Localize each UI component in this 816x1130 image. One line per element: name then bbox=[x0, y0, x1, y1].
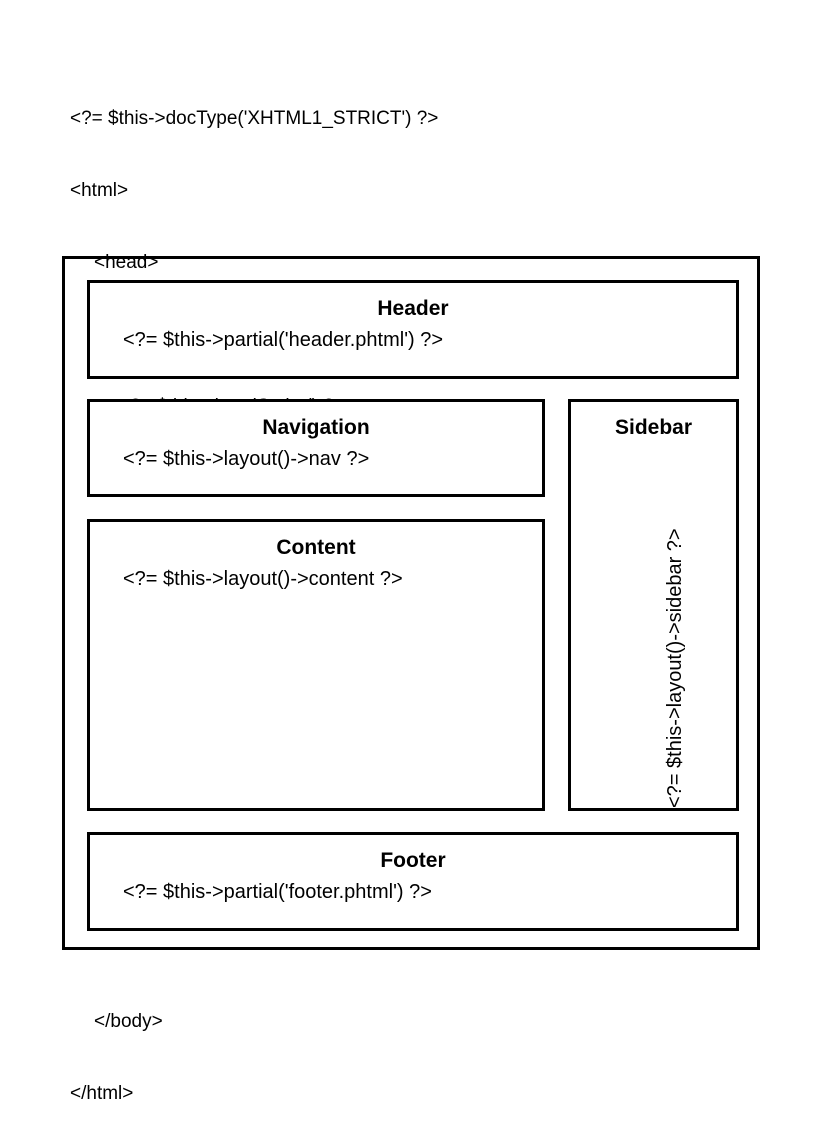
region-content: Content <?= $this->layout()->content ?> bbox=[87, 519, 545, 811]
region-navigation: Navigation <?= $this->layout()->nav ?> bbox=[87, 399, 545, 497]
region-navigation-code: <?= $this->layout()->nav ?> bbox=[123, 448, 370, 470]
region-sidebar-code: <?= $this->layout()->sidebar ?> bbox=[663, 528, 686, 808]
body-frame: Header <?= $this->partial('header.phtml'… bbox=[62, 256, 760, 950]
region-navigation-title: Navigation bbox=[262, 416, 370, 439]
code-line: <?= $this->docType('XHTML1_STRICT') ?> bbox=[70, 108, 439, 129]
region-header-title: Header bbox=[377, 297, 449, 320]
region-content-code: <?= $this->layout()->content ?> bbox=[123, 568, 403, 590]
code-line: </html> bbox=[70, 1083, 134, 1104]
region-header-code: <?= $this->partial('header.phtml') ?> bbox=[123, 329, 444, 351]
region-footer-title: Footer bbox=[380, 849, 446, 872]
code-line: </body> bbox=[94, 1011, 163, 1032]
code-block-bottom: </body> </html> bbox=[70, 962, 163, 1130]
region-sidebar-code-wrap: <?= $this->layout()->sidebar ?> bbox=[571, 448, 736, 808]
region-header: Header <?= $this->partial('header.phtml'… bbox=[87, 280, 739, 379]
region-sidebar-title: Sidebar bbox=[614, 416, 693, 439]
region-content-title: Content bbox=[276, 536, 356, 559]
region-footer: Footer <?= $this->partial('footer.phtml'… bbox=[87, 832, 739, 931]
region-footer-code: <?= $this->partial('footer.phtml') ?> bbox=[123, 881, 432, 903]
code-line: <html> bbox=[70, 180, 129, 201]
region-sidebar: Sidebar <?= $this->layout()->sidebar ?> bbox=[568, 399, 739, 811]
